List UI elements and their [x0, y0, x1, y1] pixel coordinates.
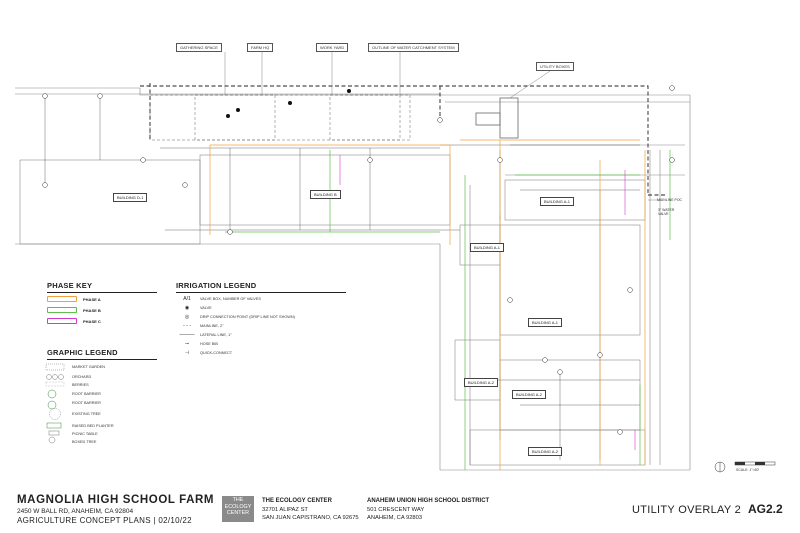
label-building-d1: BUILDING D-1 — [113, 193, 148, 202]
root-barrier-icon — [47, 389, 57, 399]
valve-box-icon: A/1 — [183, 296, 191, 302]
label-building-a2-bottom: BUILDING A-2 — [528, 447, 563, 456]
irr-item-drip-point: ◎ DRIP CONNECTION POINT (DRIP LINE NOT S… — [180, 313, 295, 321]
label-scale: SCALE: 1"=50' — [736, 468, 760, 472]
mainline-icon: - - - — [183, 323, 191, 329]
plan-set-label: AGRICULTURE CONCEPT PLANS | 02/10/22 — [17, 516, 192, 525]
client-address-1: 501 CRESCENT WAY — [367, 507, 425, 513]
firm-address-2: SAN JUAN CAPISTRANO, CA 92675 — [262, 515, 359, 521]
legend-root-barrier-2: ROOT BARRIER — [72, 401, 101, 405]
irrigation-legend-rule — [176, 292, 346, 293]
label-water-valve: 3" WATER VALVE — [658, 208, 675, 216]
existing-tree-icon — [49, 408, 61, 420]
legend-root-barrier-1: ROOT BARRIER — [72, 392, 101, 396]
legend-picnic-table: PICNIC TABLE — [72, 432, 98, 436]
irr-item-quick-connect: ⊣ QUICK-CONNECT — [180, 349, 232, 357]
phase-key-title: PHASE KEY — [47, 281, 93, 290]
phase-a-label: PHASE A — [83, 296, 101, 302]
legend-berries: BERRIES — [72, 383, 89, 387]
graphic-legend-title: GRAPHIC LEGEND — [47, 348, 118, 357]
market-garden-icon — [45, 363, 65, 371]
legend-market-garden: MARKET GARDEN — [72, 365, 106, 369]
legend-boxed-tree: BOXED TREE — [72, 440, 97, 444]
label-building-a1-top: BUILDING A-1 — [540, 197, 575, 206]
label-building-a2-left: BUILDING A-2 — [464, 378, 499, 387]
phase-key-item-a: PHASE A — [47, 296, 101, 302]
label-mainline-poc: MAINLINE POC — [657, 198, 683, 202]
ecology-center-logo: THE ECOLOGY CENTER — [222, 496, 254, 522]
phase-key-item-b: PHASE B — [47, 307, 101, 313]
client-address-2: ANAHEIM, CA 92803 — [367, 515, 423, 521]
picnic-table-icon — [48, 430, 60, 436]
phase-c-label: PHASE C — [83, 318, 101, 324]
root-barrier-icon-2 — [47, 400, 57, 410]
firm-address-1: 32701 ALIPAZ ST — [262, 507, 308, 513]
label-building-a1-mid: BUILDING A-1 — [470, 243, 505, 252]
irrigation-legend-title: IRRIGATION LEGEND — [176, 281, 257, 290]
callout-gathering-space: GATHERING SPACE — [176, 43, 222, 52]
drip-connection-icon: ◎ — [184, 314, 190, 320]
graphic-legend-symbols — [45, 363, 65, 444]
berries-icon — [45, 381, 65, 387]
callout-catchment-outline: OUTLINE OF WATER CATCHMENT SYSTEM — [368, 43, 459, 52]
legend-orchard: ORCHARD — [72, 375, 92, 379]
label-building-a2-mid: BUILDING A-2 — [512, 390, 547, 399]
irr-item-lateral: ——— LATERAL LINE, 1" — [179, 332, 232, 338]
irr-item-valve-box: A/1 VALVE BOX, NUMBER OF VALVES — [180, 295, 261, 303]
legend-raised-bed: RAISED BED PLANTER — [72, 424, 114, 428]
label-building-b: BUILDING B — [310, 190, 341, 199]
phase-key-item-c: PHASE C — [47, 318, 101, 324]
raised-bed-icon — [46, 422, 62, 429]
irr-item-valve: ◉ VALVE — [180, 304, 212, 312]
title-block: MAGNOLIA HIGH SCHOOL FARM 2450 W BALL RD… — [0, 488, 800, 533]
orchard-icon — [46, 374, 64, 380]
callout-farm-hq: FARM HQ — [247, 43, 274, 52]
firm-name: THE ECOLOGY CENTER — [262, 498, 332, 504]
phase-a-swatch — [47, 296, 77, 302]
phase-b-swatch — [47, 307, 77, 313]
phase-b-label: PHASE B — [83, 307, 101, 313]
boxed-tree-icon — [48, 436, 56, 444]
lateral-line-icon: ——— — [179, 332, 195, 338]
project-title: MAGNOLIA HIGH SCHOOL FARM — [17, 494, 215, 506]
hose-bib-icon: ⊸ — [184, 341, 190, 347]
graphic-legend-rule — [47, 359, 157, 360]
callout-utility-boxes: UTILITY BOXES — [536, 62, 574, 71]
valve-icon: ◉ — [184, 305, 190, 311]
irr-item-hose-bib: ⊸ HOSE BIB — [180, 340, 218, 348]
sheet-number: AG2.2 — [748, 502, 783, 516]
label-building-a1-right: BUILDING A-1 — [528, 318, 563, 327]
phase-key-rule — [47, 292, 157, 293]
project-address: 2450 W BALL RD, ANAHEIM, CA 92804 — [17, 508, 134, 515]
irr-item-mainline: - - - MAINLINE, 2" — [180, 322, 223, 330]
phase-c-swatch — [47, 318, 77, 324]
callout-work-yard: WORK YARD — [316, 43, 349, 52]
legend-existing-tree: EXISTING TREE — [72, 412, 101, 416]
sheet-title: UTILITY OVERLAY 2 — [632, 504, 742, 516]
client-name: ANAHEIM UNION HIGH SCHOOL DISTRICT — [367, 498, 490, 504]
quick-connect-icon: ⊣ — [184, 350, 190, 356]
